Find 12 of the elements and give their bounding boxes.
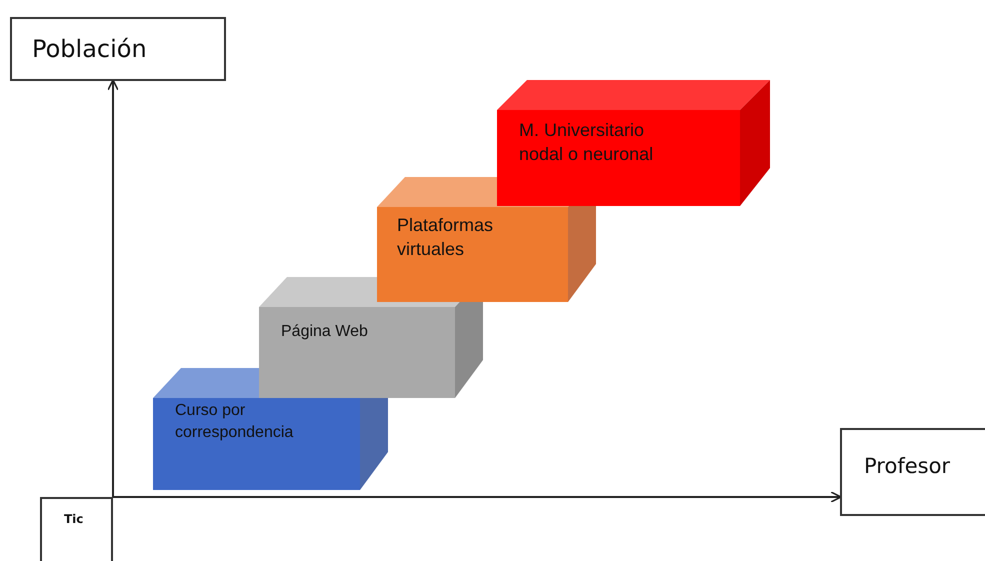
axis-arrow: [113, 491, 842, 503]
node-label: Población: [32, 34, 148, 65]
node-label: Tic: [64, 511, 84, 528]
axis-arrow: [107, 79, 119, 497]
node-label: Profesor: [864, 453, 952, 480]
node-label: Curso por correspondencia: [175, 401, 294, 443]
label-box: [40, 497, 113, 561]
node-label: Página Web: [281, 322, 369, 342]
node-label: Plataformas virtuales: [397, 214, 494, 262]
label-box: [10, 17, 226, 81]
node-label: M. Universitario nodal o neuronal: [519, 119, 654, 166]
label-box: [840, 428, 985, 516]
